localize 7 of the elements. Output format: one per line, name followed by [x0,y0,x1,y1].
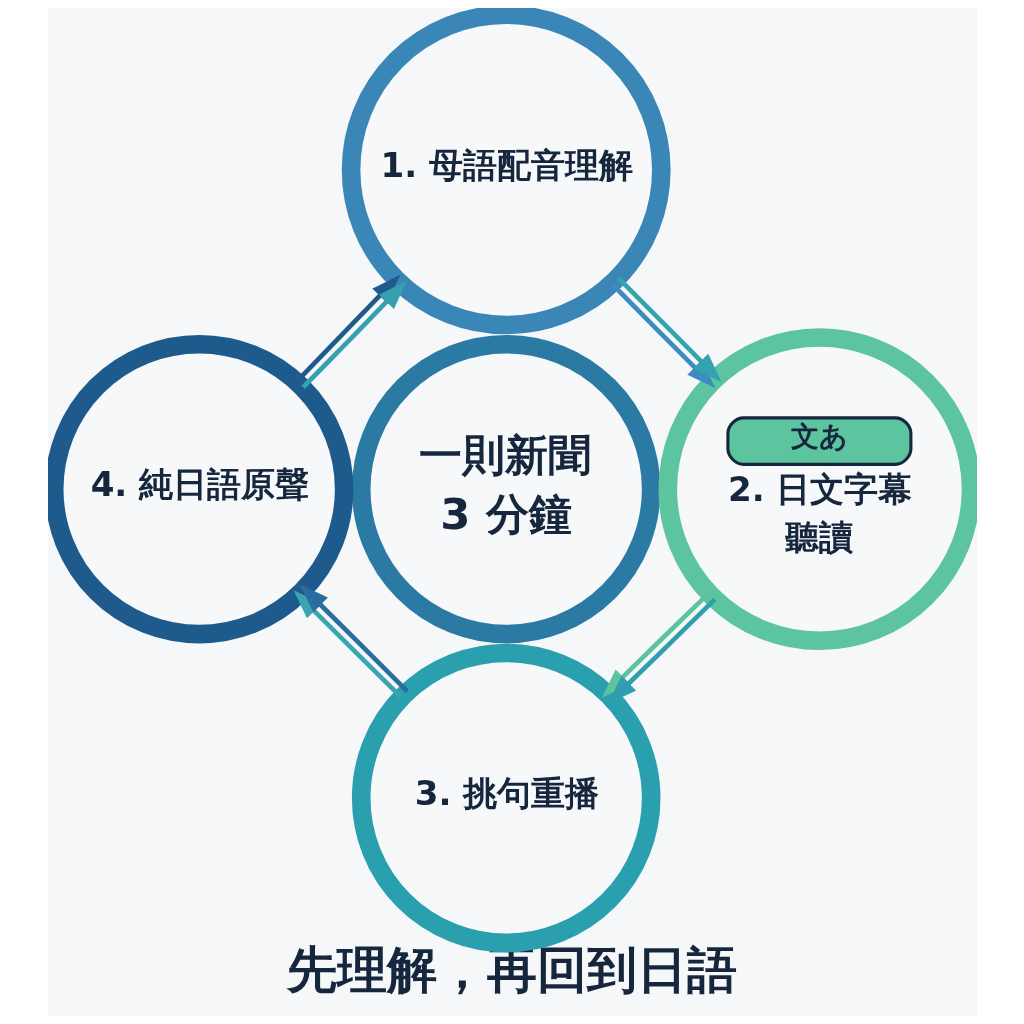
node-circle: 一則新聞3 分鐘 [351,334,660,644]
node-circle: 4. 純日語原聲 [47,334,353,644]
arrow [616,276,722,383]
arrow [301,280,407,389]
node-circle: 文あ 2. 日文字幕聽讀 [658,328,977,651]
arrow [299,584,409,693]
node-circle: 1. 母語配音理解 [341,8,671,335]
